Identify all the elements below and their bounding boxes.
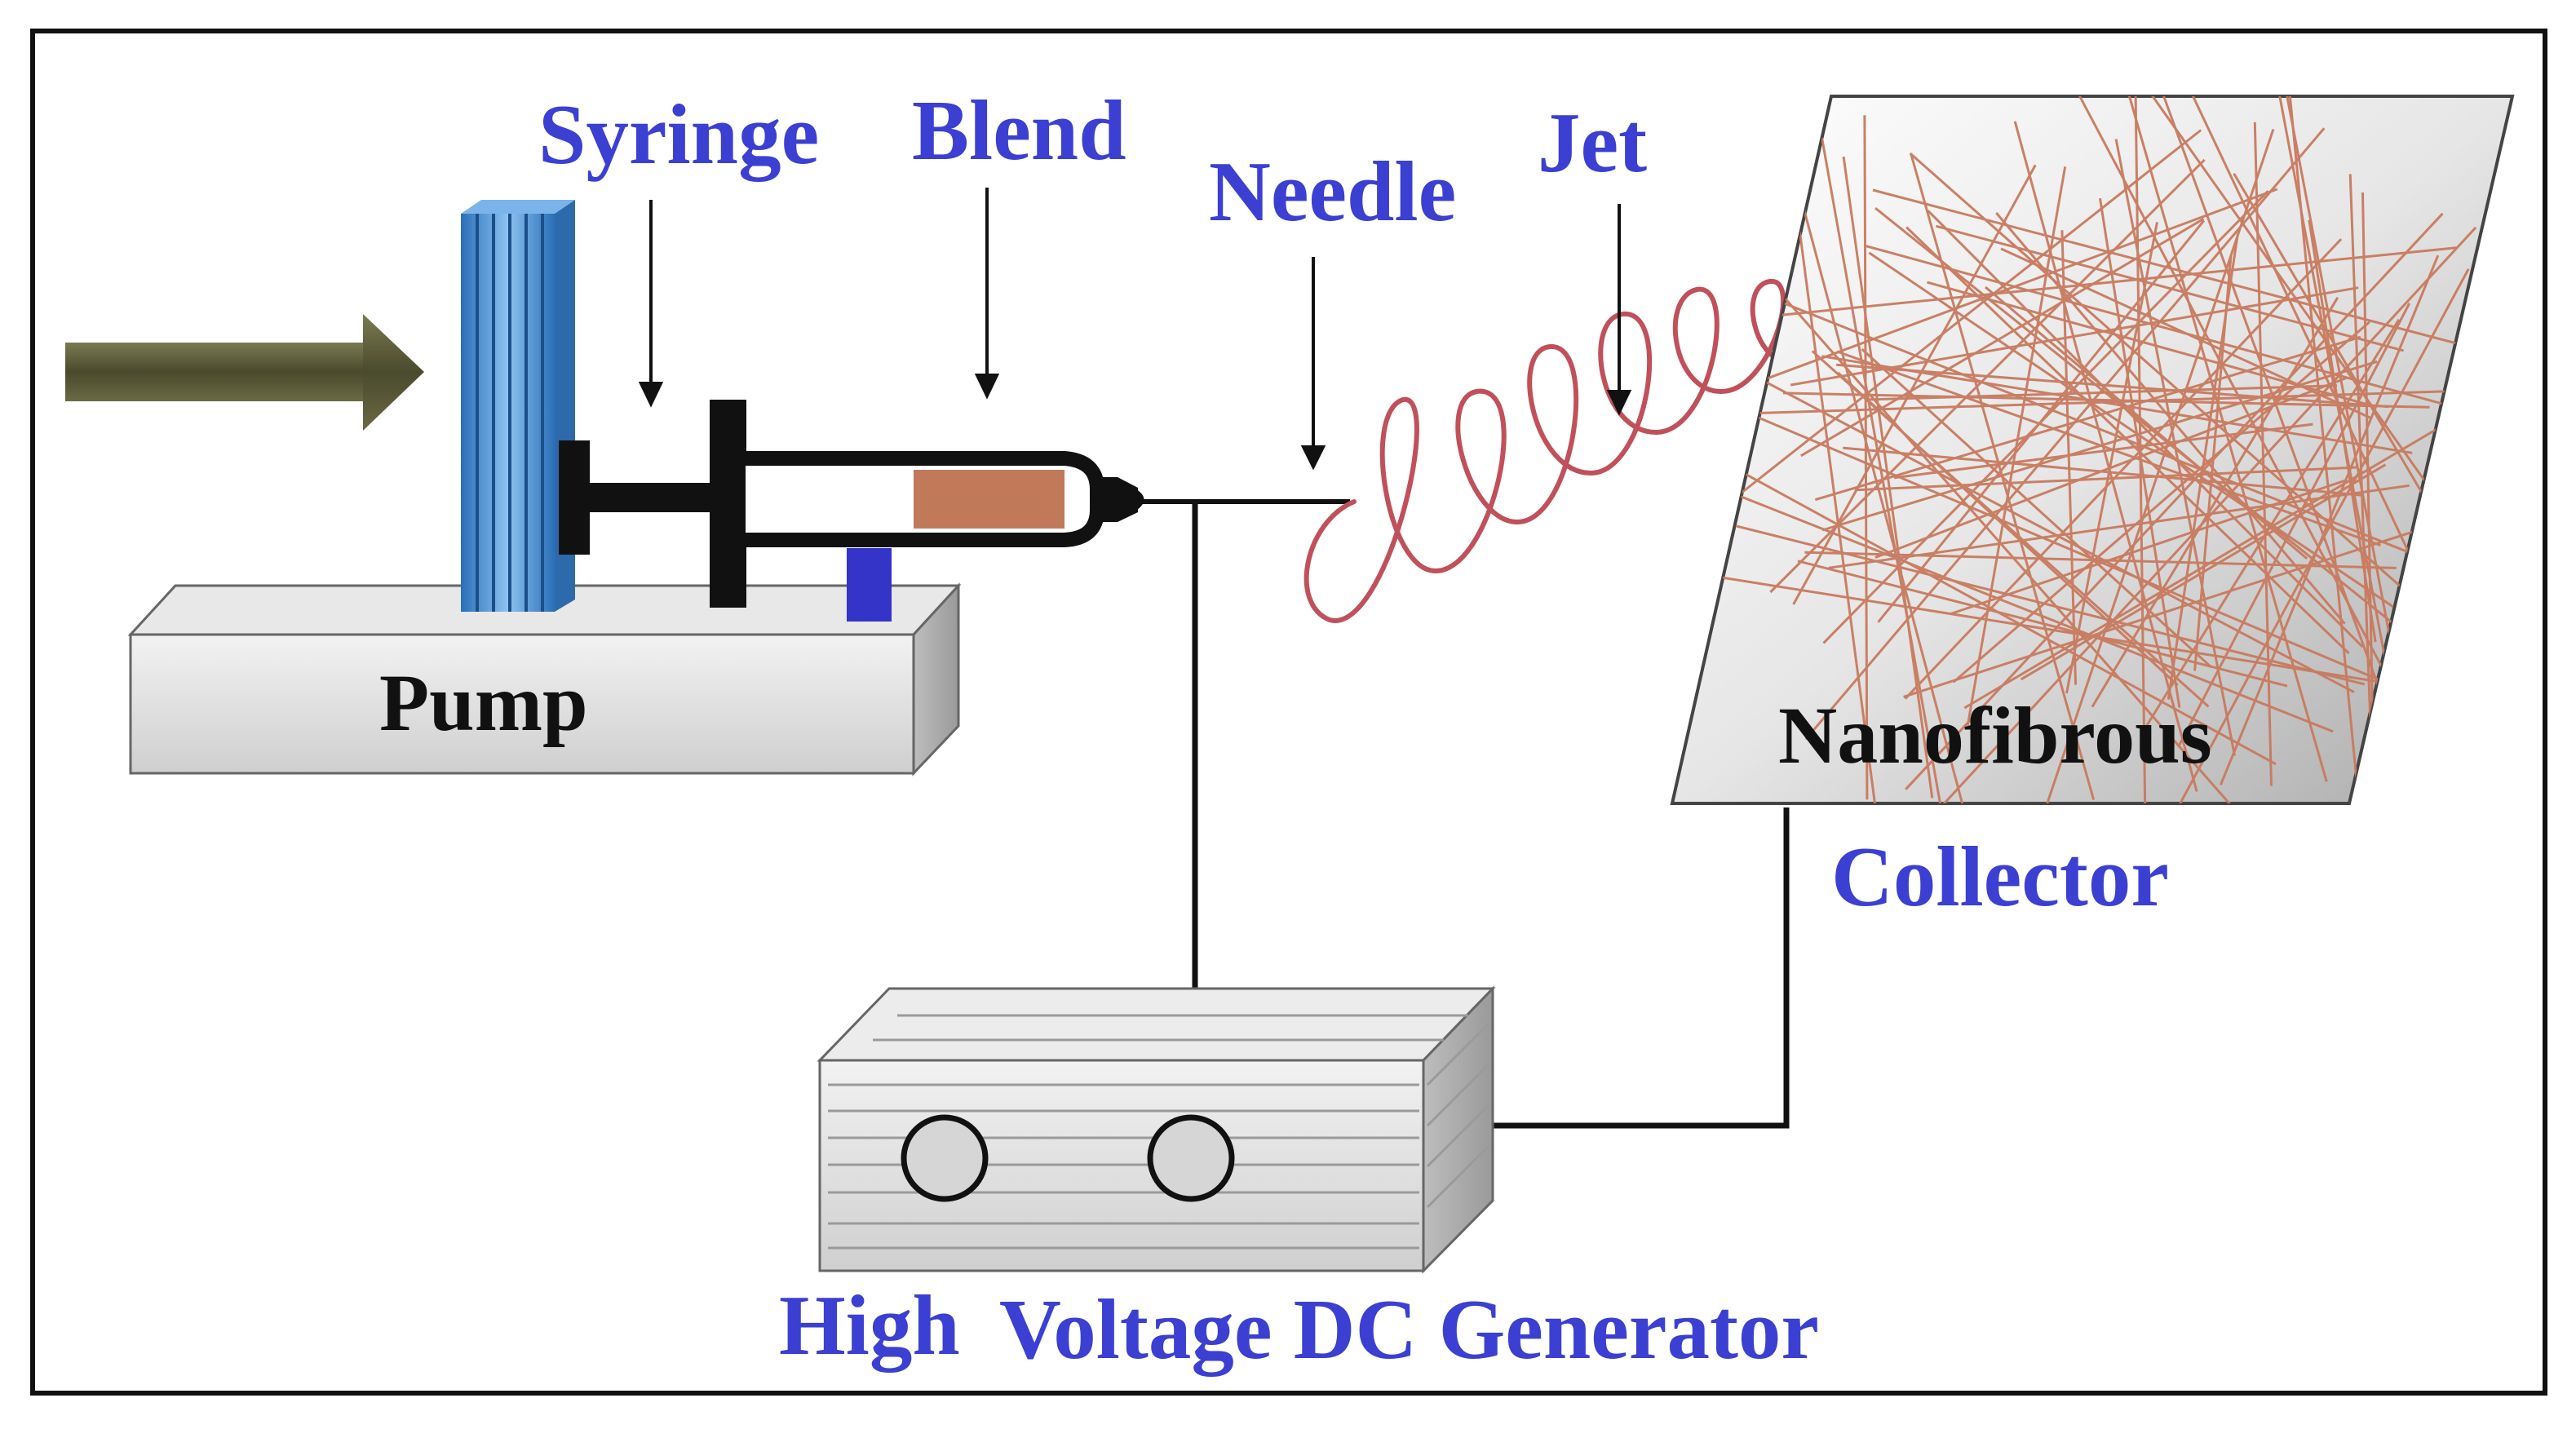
label-blend: Blend xyxy=(912,82,1126,178)
diagram-frame xyxy=(30,29,2547,1396)
nanofiber-strand xyxy=(1950,479,2348,615)
nanofiber-strand xyxy=(1811,350,2210,708)
nanofiber-strand xyxy=(1877,219,2206,623)
needle-pointer-arrow-icon xyxy=(1300,257,1326,471)
high-voltage-generator xyxy=(817,985,1496,1274)
nanofiber-strand xyxy=(1863,115,1869,800)
nanofiber-strand xyxy=(1735,242,2238,803)
nanofiber-strand xyxy=(1821,355,2413,454)
nanofiber-strand xyxy=(1903,519,2450,698)
nanofiber-strand xyxy=(1872,188,2480,351)
label-syringe: Syringe xyxy=(538,86,819,182)
nanofiber-strand xyxy=(1797,560,2288,688)
nanofiber-strand xyxy=(1904,238,2343,700)
nanofiber-strand xyxy=(1836,350,2381,547)
nanofiber-strand xyxy=(1963,427,2437,710)
polymer-jet xyxy=(1303,266,1908,623)
syringe-pointer-arrow-icon xyxy=(638,200,664,408)
jet-pointer-arrow-icon xyxy=(1606,204,1632,416)
blend-fluid xyxy=(914,470,1064,529)
nanofiber-strand xyxy=(1909,152,2459,638)
feed-arrow-icon xyxy=(65,314,424,431)
nanofiber-strand xyxy=(1804,127,2326,741)
nanofiber-strand xyxy=(1821,138,1946,803)
blend-pointer-arrow-icon xyxy=(974,188,1000,400)
nanofiber-strand xyxy=(1790,286,2359,387)
label-nanofibrous: Nanofibrous xyxy=(1778,690,2212,781)
nanofiber-strand xyxy=(1966,166,2067,726)
nanofiber-strand xyxy=(1741,368,2355,693)
nanofiber-strand xyxy=(1828,484,2410,569)
pointer-arrows xyxy=(638,188,1632,471)
label-jet: Jet xyxy=(1538,95,1647,190)
syringe xyxy=(559,400,1144,608)
nanofiber-strand xyxy=(1792,164,2037,605)
nanofiber-strand xyxy=(1748,188,2278,387)
nanofiber-strand xyxy=(1927,281,2374,408)
nanofiber-strand xyxy=(1843,446,2363,497)
nanofiber-strand xyxy=(1893,423,2313,480)
nanofiber-strand xyxy=(1985,285,2308,560)
label-pump: Pump xyxy=(379,657,588,748)
nanofiber-strand xyxy=(2253,122,2273,786)
nanofiber-strand xyxy=(2219,254,2440,785)
label-collector: Collector xyxy=(1831,829,2169,924)
label-needle: Needle xyxy=(1209,144,1456,239)
nanofiber-strand xyxy=(2065,222,2158,694)
nanofiber-strand xyxy=(2162,96,2396,732)
nanofiber-strand xyxy=(1672,568,2462,697)
syringe-support xyxy=(847,548,892,622)
nanofiber-strand xyxy=(1704,393,2401,690)
nanofiber-strand xyxy=(1705,129,2202,522)
nanofiber-strand xyxy=(1861,347,2212,668)
nanofiber-strand xyxy=(1814,335,2361,502)
nanofiber-strand xyxy=(1836,363,2389,409)
nanofiber-strand xyxy=(2233,173,2454,547)
nanofiber-strand xyxy=(1702,480,2334,733)
label-generator-rest: Voltage DC Generator xyxy=(999,1281,1819,1377)
pump-pusher-block xyxy=(461,200,575,612)
wires xyxy=(1192,502,1790,1129)
pump-block xyxy=(127,582,962,776)
nanofiber-strand xyxy=(1952,321,2370,684)
nanofiber-strand xyxy=(1866,384,2338,401)
nanofiber-strand xyxy=(1995,212,2346,625)
nanofiber-strand xyxy=(1782,392,2430,409)
collector-plate xyxy=(1670,95,2515,805)
nanofiber-strand xyxy=(2077,96,2410,719)
generator-knob-left xyxy=(901,1114,989,1202)
label-generator-high: High xyxy=(779,1277,960,1373)
nanofiber-strand xyxy=(1800,218,2205,458)
nanofiber-strand xyxy=(1797,188,1965,803)
nanofiber-strand xyxy=(1854,466,2357,492)
nanofiber-strand xyxy=(2013,121,2198,792)
generator-knob-right xyxy=(1147,1114,1235,1202)
nanofiber-strand xyxy=(2361,192,2374,714)
nanofiber-strand xyxy=(2177,303,2411,747)
nanofiber-strand xyxy=(1695,445,2277,766)
nanofiber-strand xyxy=(1804,551,2397,569)
nanofiber-strand xyxy=(1905,212,2444,790)
nanofiber-strand xyxy=(2043,129,2275,803)
nanofiber-strand xyxy=(1821,360,2378,532)
nanofiber-strand xyxy=(1927,210,2364,648)
nanofiber-mesh xyxy=(1672,96,2512,803)
nanofiber-strand xyxy=(1769,158,2206,594)
